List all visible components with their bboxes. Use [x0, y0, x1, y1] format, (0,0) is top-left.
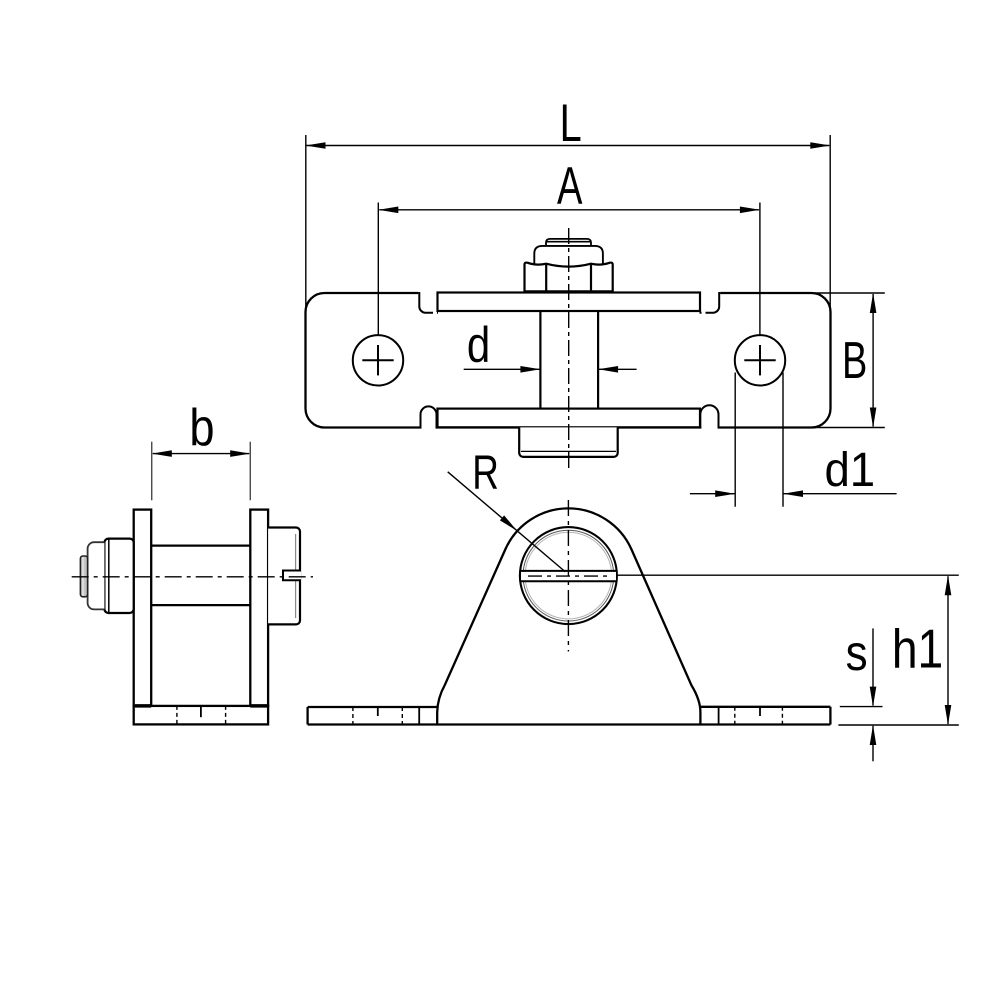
svg-text:A: A	[557, 155, 583, 215]
svg-text:B: B	[842, 331, 867, 389]
svg-text:h1: h1	[892, 618, 943, 680]
svg-text:R: R	[472, 446, 499, 500]
svg-text:L: L	[560, 93, 582, 152]
svg-text:b: b	[189, 399, 214, 457]
svg-text:d: d	[467, 317, 490, 373]
svg-text:s: s	[846, 624, 868, 680]
svg-text:d1: d1	[824, 443, 875, 496]
